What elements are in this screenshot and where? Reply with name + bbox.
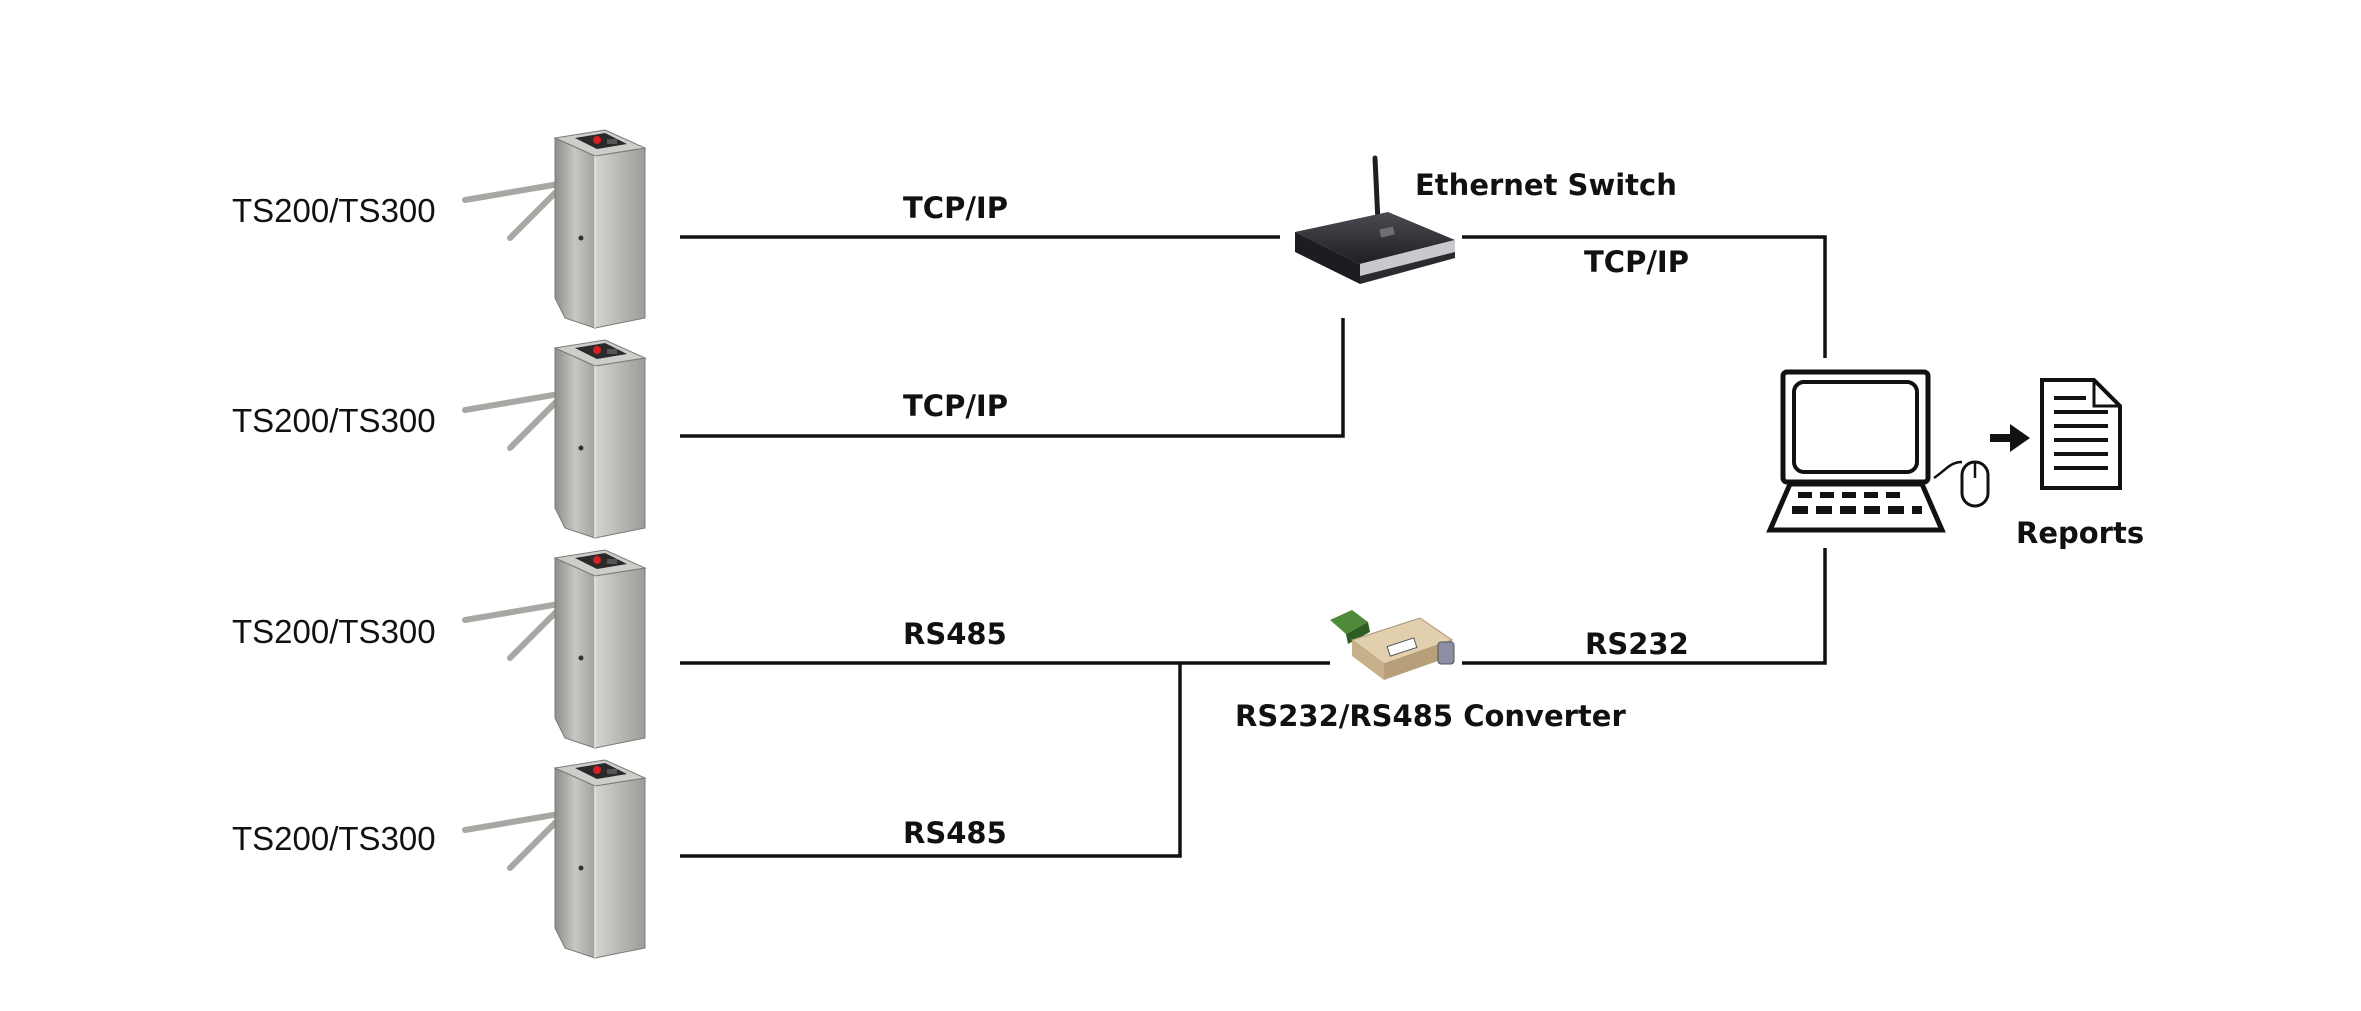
wire-switch-computer [1462, 235, 1827, 358]
turnstile-3: TS200/TS300 RS485 [232, 550, 1007, 748]
arrow-right-icon [1990, 424, 2030, 452]
turnstile-label: TS200/TS300 [232, 192, 436, 229]
reports-label: Reports [2016, 516, 2144, 550]
turnstile-2: TS200/TS300 TCP/IP [232, 340, 1008, 538]
converter-label: RS232/RS485 Converter [1235, 699, 1626, 733]
link-label: RS485 [903, 816, 1007, 850]
switch-uplink-label: TCP/IP [1584, 245, 1689, 279]
converter-uplink-label: RS232 [1585, 627, 1689, 661]
turnstile-1: TS200/TS300 TCP/IP [232, 130, 1008, 328]
wires [680, 235, 1827, 858]
router-icon [1295, 155, 1455, 284]
turnstile-label: TS200/TS300 [232, 402, 436, 439]
mouse-icon [1933, 460, 1990, 508]
turnstile-image [465, 130, 645, 328]
turnstile-label: TS200/TS300 [232, 820, 436, 857]
switch-label: Ethernet Switch [1415, 168, 1677, 202]
turnstile-image [465, 760, 645, 958]
converter-icon [1330, 610, 1455, 680]
wire-turnstile-4-converter [680, 663, 1182, 858]
computer [1766, 369, 1990, 533]
wire-turnstile-2-switch [680, 318, 1345, 438]
turnstile-4: TS200/TS300 RS485 [232, 760, 1007, 958]
turnstile-label: TS200/TS300 [232, 613, 436, 650]
ethernet-switch: Ethernet Switch TCP/IP [1295, 155, 1689, 284]
rs232-rs485-converter: RS232/RS485 Converter RS232 [1235, 610, 1689, 733]
document-icon [2040, 378, 2122, 490]
turnstile-image [465, 550, 645, 748]
link-label: TCP/IP [903, 389, 1008, 423]
computer-icon [1766, 369, 1946, 533]
wire-converter-computer [1462, 548, 1827, 665]
link-label: TCP/IP [903, 191, 1008, 225]
link-label: RS485 [903, 617, 1007, 651]
turnstile-image [465, 340, 645, 538]
reports: Reports [2016, 378, 2144, 550]
